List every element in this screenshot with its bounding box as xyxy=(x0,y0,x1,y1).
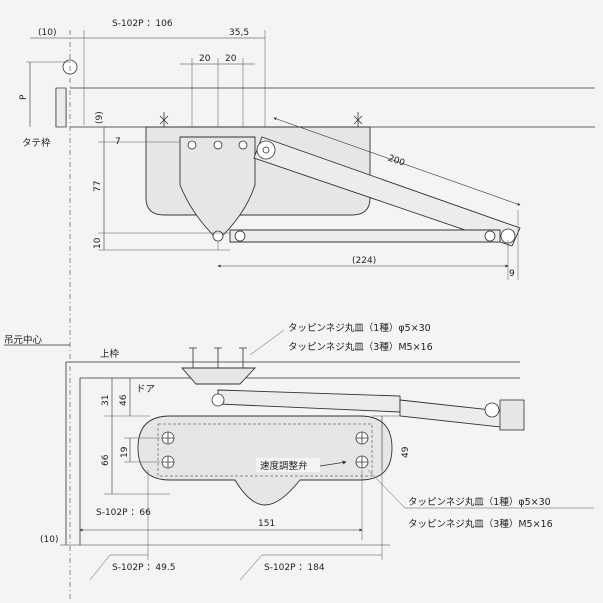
frame-screws-icon xyxy=(181,347,257,385)
dim-10-top: (10) xyxy=(38,28,56,38)
dim-35-5: 35,5 xyxy=(229,28,249,38)
dim-77: 77 xyxy=(93,181,103,192)
dim-7: 7 xyxy=(115,137,121,147)
dim-9-right: 9 xyxy=(509,269,515,279)
dim-20-a: 20 xyxy=(199,54,211,64)
dim-31: 31 xyxy=(101,395,111,406)
mounting-plate xyxy=(179,136,256,241)
label-upper-frame: 上枠 xyxy=(100,348,120,360)
top-view: (10) S-102P ：106 35,5 20 20 P タテ枠 200 xyxy=(19,19,595,600)
dim-19: 19 xyxy=(120,446,130,458)
label-door: ドア xyxy=(136,384,155,395)
label-s102p-106: S-102P ：106 xyxy=(112,19,173,29)
label-speed-valve: 速度調整弁 xyxy=(260,460,308,472)
dim-9-left: (9) xyxy=(95,111,105,124)
label-s102p-49-5: S-102P ：49.5 xyxy=(112,563,175,573)
screw-right-icon xyxy=(353,112,363,127)
dim-224: (224) xyxy=(352,256,376,266)
bottom-arm xyxy=(217,389,401,413)
bottom-view: 吊元中心 上枠 ドア タッピンネジ丸皿（1種）φ5×30 タッピンネジ丸皿（3種… xyxy=(4,322,594,581)
link-rod xyxy=(229,229,501,243)
screw-callout-bottom-2: タッピンネジ丸皿（3種）M5×16 xyxy=(408,518,553,530)
screw-callout-bottom-1: タッピンネジ丸皿（1種）φ5×30 xyxy=(408,496,551,508)
dim-P: P xyxy=(19,94,29,100)
label-s102p-184: S-102P ：184 xyxy=(264,563,325,573)
dim-46: 46 xyxy=(119,394,129,406)
dim-10-bottom: (10) xyxy=(40,535,58,545)
dim-20-b: 20 xyxy=(225,54,237,64)
dim-66: 66 xyxy=(101,454,111,466)
screw-left-icon xyxy=(159,112,169,127)
dim-49: 49 xyxy=(401,446,411,458)
screw-callout-top-1: タッピンネジ丸皿（1種）φ5×30 xyxy=(288,322,431,334)
dim-151: 151 xyxy=(258,519,275,529)
dim-10-left: 10 xyxy=(93,237,103,249)
screw-callout-top-2: タッピンネジ丸皿（3種）M5×16 xyxy=(288,341,433,353)
label-vertical-frame: タテ枠 xyxy=(22,137,51,149)
body-screws-icon xyxy=(161,431,369,469)
label-s102p-66: S-102P ：66 xyxy=(96,508,151,518)
label-hinge-center: 吊元中心 xyxy=(4,334,43,346)
dim-200: 200 xyxy=(386,154,406,169)
